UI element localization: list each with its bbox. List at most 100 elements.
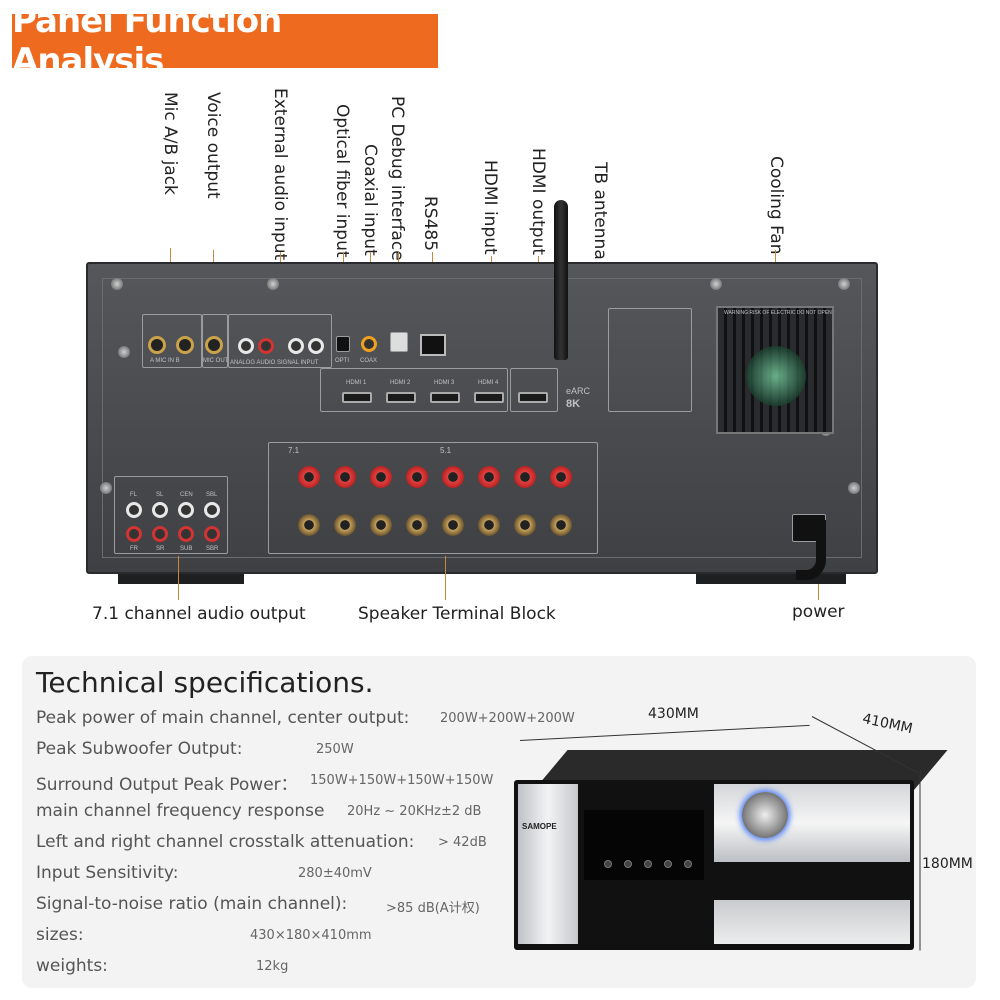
speaker-terminal-neg-7[interactable] <box>514 514 536 536</box>
pc-debug-port[interactable] <box>390 332 408 352</box>
power-cable <box>796 520 826 580</box>
hdmi-input-box <box>320 368 508 412</box>
amp-side-panel <box>518 784 578 944</box>
analog-input-r2[interactable] <box>308 338 324 354</box>
out-sbr-label: SBR <box>206 546 219 552</box>
speaker-terminal-neg-2[interactable] <box>334 514 356 536</box>
analog-label: ANALOG AUDIO SIGNAL INPUT <box>230 360 319 366</box>
screw <box>838 278 850 290</box>
out-fr-label: FR <box>130 546 138 552</box>
out-fl[interactable] <box>126 502 142 518</box>
out-sbl[interactable] <box>204 502 220 518</box>
screw <box>267 278 279 290</box>
label-optical-fiber-input: Optical fiber input <box>332 104 352 258</box>
hdmi-3-label: HDMI 3 <box>434 380 455 386</box>
speaker-terminal-neg-5[interactable] <box>442 514 464 536</box>
speaker-terminal-pos-7[interactable] <box>514 466 536 488</box>
mic-a-jack[interactable] <box>148 336 166 354</box>
out-fr[interactable] <box>126 526 142 542</box>
speaker-terminal-pos-8[interactable] <box>550 466 572 488</box>
page-title: Panel Function Analysis <box>12 1 438 81</box>
label-voice-output: Voice output <box>203 92 223 199</box>
width-dimension: 430MM <box>648 706 699 722</box>
panel-foot-left <box>118 574 244 584</box>
hdmi-4-label: HDMI 4 <box>478 380 499 386</box>
speaker-terminal-pos-3[interactable] <box>370 466 392 488</box>
speaker-terminal-neg-4[interactable] <box>406 514 428 536</box>
height-dimension: 180MM <box>922 856 973 872</box>
panel-foot-right <box>696 574 846 584</box>
spec-value: 20Hz ~ 20KHz±2 dB <box>347 804 482 819</box>
mic-b-jack[interactable] <box>176 336 194 354</box>
screw <box>111 278 123 290</box>
cooling-fan <box>716 306 834 434</box>
spec-label: sizes: <box>36 925 84 945</box>
label-power: power <box>792 602 845 622</box>
speaker-terminal-box <box>268 442 598 554</box>
label-hdmi-output: HDMI output <box>528 148 548 256</box>
out-sub[interactable] <box>178 526 194 542</box>
label-coaxial-input: Coaxial input <box>360 144 380 256</box>
hdmi-input-1[interactable] <box>342 392 372 403</box>
spec-label: main channel frequency response <box>36 801 325 821</box>
spec-label: Signal-to-noise ratio (main channel): <box>36 894 348 914</box>
spec-label: Peak power of main channel, center outpu… <box>36 708 410 728</box>
rs485-port[interactable] <box>420 334 446 356</box>
amp-button <box>624 860 632 868</box>
leader-line <box>818 584 819 600</box>
volume-knob <box>742 792 788 838</box>
speaker-terminal-neg-3[interactable] <box>370 514 392 536</box>
warning-text: WARNING:RISK OF ELECTRIC DO NOT OPEN <box>724 310 832 316</box>
out-sbr[interactable] <box>204 526 220 542</box>
out-sl-label: SL <box>156 492 164 498</box>
label-mic-ab-jack: Mic A/B jack <box>160 92 180 195</box>
out-cen[interactable] <box>178 502 194 518</box>
spec-label: Peak Subwoofer Output: <box>36 739 243 759</box>
speaker-terminal-neg-8[interactable] <box>550 514 572 536</box>
hdmi-input-4[interactable] <box>474 392 504 403</box>
voice-output-jack[interactable] <box>205 336 223 354</box>
amp-button <box>644 860 652 868</box>
audio-output-box <box>114 476 228 554</box>
out-sl[interactable] <box>152 502 168 518</box>
amp-button <box>664 860 672 868</box>
mic-out-label: MIC OUT <box>203 358 229 364</box>
speaker-terminal-pos-6[interactable] <box>478 466 500 488</box>
coax-label: COAX <box>360 358 378 364</box>
label-71-channel-audio-output: 7.1 channel audio output <box>92 604 306 624</box>
out-sr[interactable] <box>152 526 168 542</box>
chan71-label: 7.1 <box>288 446 300 455</box>
analog-input-l1[interactable] <box>238 338 254 354</box>
label-speaker-terminal-block: Speaker Terminal Block <box>358 604 556 624</box>
screw <box>710 278 722 290</box>
out-sr-label: SR <box>156 546 165 552</box>
analog-input-l2[interactable] <box>288 338 304 354</box>
hdmi-output-box <box>510 368 558 412</box>
spec-value: 150W+150W+150W+150W <box>310 773 494 788</box>
hdmi-output[interactable] <box>518 392 548 403</box>
spec-heading: Technical specifications. <box>36 666 374 699</box>
label-pc-debug-interface: PC Debug interface <box>387 96 407 261</box>
earc-label: eARC <box>566 386 591 396</box>
amp-lower-panel <box>714 900 910 944</box>
optical-input-port[interactable] <box>336 336 350 352</box>
screw <box>118 346 130 358</box>
spec-label: Surround Output Peak Power： <box>36 775 298 795</box>
speaker-terminal-pos-1[interactable] <box>298 466 320 488</box>
out-fl-label: FL <box>130 492 138 498</box>
hdmi-input-3[interactable] <box>430 392 460 403</box>
analog-input-r1[interactable] <box>258 338 274 354</box>
voice-output-box <box>202 314 228 368</box>
speaker-terminal-pos-5[interactable] <box>442 466 464 488</box>
out-cen-label: CEN <box>180 492 193 498</box>
out-sub-label: SUB <box>180 546 193 552</box>
speaker-terminal-neg-1[interactable] <box>298 514 320 536</box>
hdmi-input-2[interactable] <box>386 392 416 403</box>
speaker-terminal-pos-2[interactable] <box>334 466 356 488</box>
warning-plate <box>608 308 692 412</box>
coaxial-input-port[interactable] <box>361 336 377 352</box>
speaker-terminal-pos-4[interactable] <box>406 466 428 488</box>
speaker-terminal-neg-6[interactable] <box>478 514 500 536</box>
hdmi-2-label: HDMI 2 <box>390 380 411 386</box>
fan-hub <box>746 346 806 406</box>
